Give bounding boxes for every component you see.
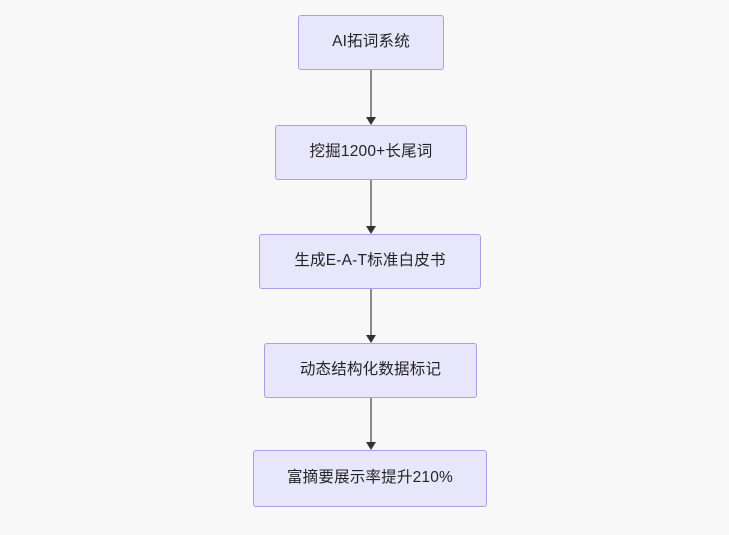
flowchart-node-ai-keyword-system[interactable]: AI拓词系统 (298, 15, 444, 70)
node-label: 挖掘1200+长尾词 (309, 143, 433, 161)
edge-line (370, 398, 372, 442)
flowchart-node-mine-longtail-keywords[interactable]: 挖掘1200+长尾词 (275, 125, 467, 180)
node-label: 富摘要展示率提升210% (286, 469, 454, 487)
flowchart-edge-3 (366, 289, 376, 343)
flowchart-node-generate-eat-whitepaper[interactable]: 生成E-A-T标准白皮书 (259, 234, 481, 289)
arrow-head-icon (366, 117, 376, 125)
node-label: AI拓词系统 (332, 33, 410, 51)
flowchart-node-dynamic-structured-data-markup[interactable]: 动态结构化数据标记 (264, 343, 477, 398)
edge-line (370, 289, 372, 335)
flowchart-node-rich-snippet-impression-uplift[interactable]: 富摘要展示率提升210% (253, 450, 487, 507)
arrow-head-icon (366, 335, 376, 343)
node-label: 动态结构化数据标记 (299, 361, 442, 379)
node-label: 生成E-A-T标准白皮书 (294, 252, 446, 270)
edge-line (370, 180, 372, 226)
flowchart-edge-4 (366, 398, 376, 450)
arrow-head-icon (366, 442, 376, 450)
flowchart-edge-1 (366, 70, 376, 125)
edge-line (370, 70, 372, 117)
arrow-head-icon (366, 226, 376, 234)
flowchart-edge-2 (366, 180, 376, 234)
